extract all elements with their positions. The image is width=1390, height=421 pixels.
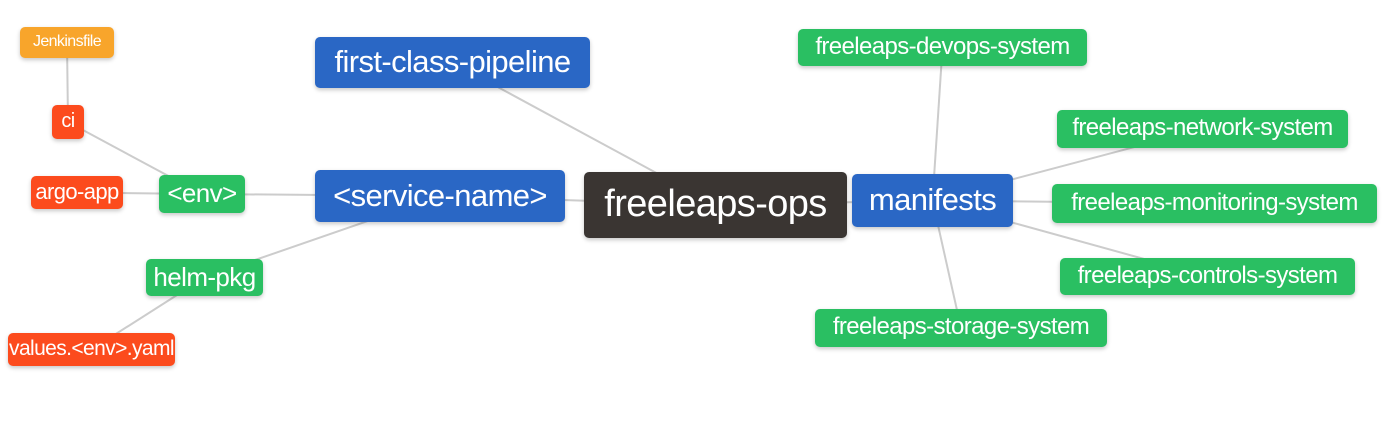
node-label: values.<env>.yaml [9, 337, 175, 360]
node-argo-app[interactable]: argo-app [31, 176, 123, 209]
node-ci[interactable]: ci [52, 105, 84, 139]
node-label: first-class-pipeline [334, 44, 571, 79]
node-env[interactable]: <env> [159, 175, 245, 213]
node-label: Jenkinsfile [32, 32, 102, 50]
node-first-class-pipeline[interactable]: first-class-pipeline [315, 37, 590, 88]
node-label: freeleaps-ops [604, 183, 827, 225]
node-storage-system[interactable]: freeleaps-storage-system [815, 309, 1107, 347]
node-label: freeleaps-controls-system [1077, 261, 1338, 289]
node-monitoring-system[interactable]: freeleaps-monitoring-system [1052, 184, 1377, 223]
node-helm-pkg[interactable]: helm-pkg [146, 259, 263, 296]
node-label: <env> [167, 178, 237, 208]
node-values-env-yaml[interactable]: values.<env>.yaml [8, 333, 175, 366]
node-network-system[interactable]: freeleaps-network-system [1057, 110, 1348, 148]
node-jenkinsfile[interactable]: Jenkinsfile [20, 27, 114, 58]
node-label: freeleaps-network-system [1072, 114, 1333, 141]
node-label: helm-pkg [153, 261, 256, 292]
node-label: freeleaps-devops-system [815, 32, 1070, 60]
node-label: freeleaps-monitoring-system [1071, 188, 1358, 216]
node-devops-system[interactable]: freeleaps-devops-system [798, 29, 1087, 66]
node-service-name[interactable]: <service-name> [315, 170, 565, 222]
node-label: <service-name> [333, 177, 547, 213]
node-controls-system[interactable]: freeleaps-controls-system [1060, 258, 1355, 295]
node-freeleaps-ops[interactable]: freeleaps-ops [584, 172, 847, 238]
node-label: manifests [868, 182, 997, 217]
node-manifests[interactable]: manifests [852, 174, 1013, 227]
node-label: freeleaps-storage-system [832, 313, 1090, 340]
node-label: ci [61, 110, 75, 132]
node-label: argo-app [35, 178, 119, 204]
